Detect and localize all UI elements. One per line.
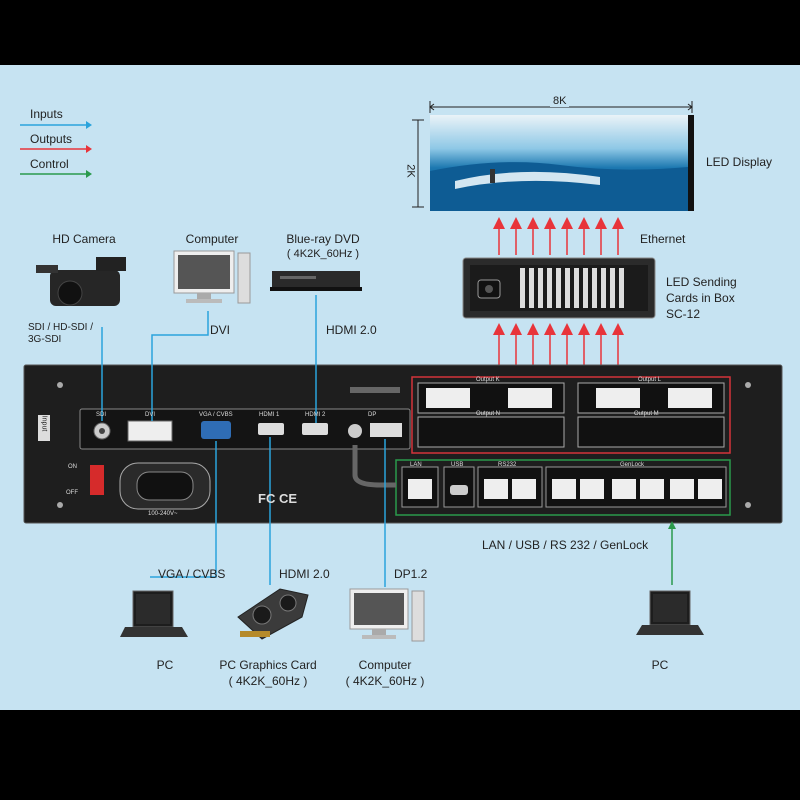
power-off-label: OFF — [66, 490, 78, 496]
bluray-label: Blue-ray DVD — [286, 232, 360, 246]
input-lines-top — [101, 295, 317, 423]
computer-bottom-spec-label: ( 4K2K_60Hz ) — [345, 674, 425, 688]
dp-signal-label: DP1.2 — [394, 567, 428, 581]
legend-inputs-label: Inputs — [30, 107, 63, 121]
sending-cards-line3: SC-12 — [666, 307, 701, 321]
port-hdmi1-label: HDMI 1 — [259, 412, 280, 418]
device-side-label: Input — [40, 415, 48, 432]
pc-label: PC — [156, 658, 174, 672]
input-lines-bottom — [150, 437, 386, 587]
legend-control-label: Control — [30, 157, 69, 171]
hd-camera-graphic — [36, 257, 126, 306]
bluray-spec-label: ( 4K2K_60Hz ) — [286, 248, 360, 260]
led-display-label: LED Display — [706, 155, 773, 169]
power-rating-label: 100-240V~ — [148, 511, 178, 517]
legend-arrows — [20, 121, 92, 178]
computer-top-graphic — [173, 250, 251, 304]
vga-signal-label: VGA / CVBS — [158, 567, 226, 581]
display-height-label: 2K — [404, 164, 417, 178]
computer-bottom-graphic — [349, 588, 425, 642]
diagram-canvas: Inputs Outputs Control 8K 2K LED Display… — [0, 65, 800, 710]
legend-outputs-label: Outputs — [30, 132, 73, 146]
port-dp-label: DP — [368, 412, 377, 418]
processor-chassis — [23, 364, 783, 524]
control-line — [668, 521, 676, 585]
control-signal-label: LAN / USB / RS 232 / GenLock — [482, 538, 649, 552]
hd-camera-label: HD Camera — [52, 232, 116, 246]
power-on-label: ON — [68, 464, 77, 470]
port-dvi-label: DVI — [145, 412, 156, 418]
diagram-graphics — [20, 101, 783, 642]
output-m-label: Output M — [634, 411, 659, 417]
gpu-spec-label: ( 4K2K_60Hz ) — [228, 674, 308, 688]
sending-cards-line2: Cards in Box — [666, 291, 735, 305]
sdi-signal-label-line1: SDI / HD-SDI / — [28, 322, 94, 333]
gpu-label: PC Graphics Card — [219, 658, 317, 672]
certification-marks: FC CE — [258, 491, 297, 506]
surfer-figure — [490, 169, 495, 183]
output-n-label: Output N — [476, 411, 501, 417]
pc-laptop-graphic — [120, 590, 188, 637]
sending-cards-line1: LED Sending — [666, 275, 737, 289]
led-display-panel — [412, 101, 694, 211]
dvi-signal-label: DVI — [210, 323, 231, 337]
output-k-label: Output K — [476, 377, 500, 383]
computer-top-label: Computer — [185, 232, 239, 246]
control-pc-laptop-graphic — [636, 590, 704, 635]
computer-bottom-label: Computer — [358, 658, 412, 672]
graphics-card-graphic — [237, 588, 309, 640]
ethernet-label: Ethernet — [640, 232, 686, 246]
hdmi-bottom-signal-label: HDMI 2.0 — [279, 567, 330, 581]
sending-card-box — [462, 257, 656, 319]
port-hdmi2-label: HDMI 2 — [305, 412, 326, 418]
control-pc-label: PC — [651, 658, 669, 672]
bluray-player-graphic — [270, 271, 362, 291]
display-width-label: 8K — [550, 95, 570, 107]
port-genlock-label: GenLock — [620, 462, 645, 468]
port-rs232-label: RS232 — [498, 462, 517, 468]
port-sdi-label: SDI — [96, 412, 107, 418]
port-usb-label: USB — [451, 462, 464, 468]
sdi-signal-label-line2: 3G-SDI — [28, 334, 62, 345]
hdmi-top-signal-label: HDMI 2.0 — [326, 323, 377, 337]
ethernet-arrows — [493, 217, 624, 255]
output-l-label: Output L — [638, 377, 662, 383]
port-vga-label: VGA / CVBS — [199, 412, 233, 418]
port-lan-label: LAN — [410, 462, 422, 468]
